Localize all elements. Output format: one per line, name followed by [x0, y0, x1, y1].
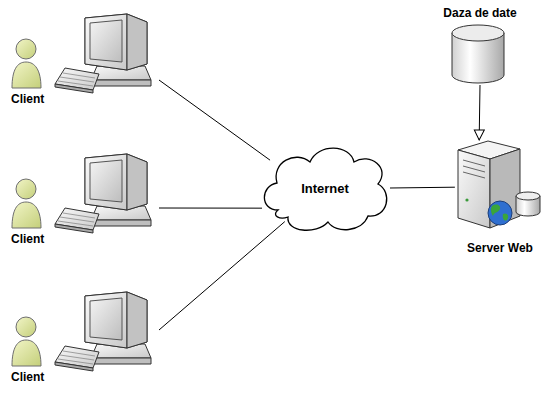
- connector-line: [159, 208, 262, 209]
- client-node: Client: [5, 10, 159, 110]
- client-icon: [12, 14, 151, 93]
- server-node: Server Web: [452, 140, 548, 258]
- node-label: Client: [11, 370, 159, 385]
- client-node: Client: [5, 150, 159, 250]
- client-node: Client: [5, 288, 159, 388]
- connector-line: [390, 187, 455, 189]
- node-label: Client: [11, 232, 159, 247]
- node-label: Server Web: [452, 241, 548, 256]
- client-icon: [12, 292, 151, 371]
- cloud-node: Internet: [258, 140, 392, 236]
- node-label: Daza de date: [438, 6, 522, 21]
- connector-line: [159, 80, 270, 160]
- connector-line: [159, 222, 285, 330]
- server-symbol: [458, 141, 540, 228]
- cloud-shape: [264, 148, 386, 230]
- client-icon: [12, 154, 151, 233]
- node-label: Client: [11, 92, 159, 107]
- cloud-label: Internet: [301, 181, 349, 196]
- connector-line: [479, 85, 481, 140]
- database-symbol: [452, 25, 504, 83]
- database-node: Daza de date: [438, 4, 522, 85]
